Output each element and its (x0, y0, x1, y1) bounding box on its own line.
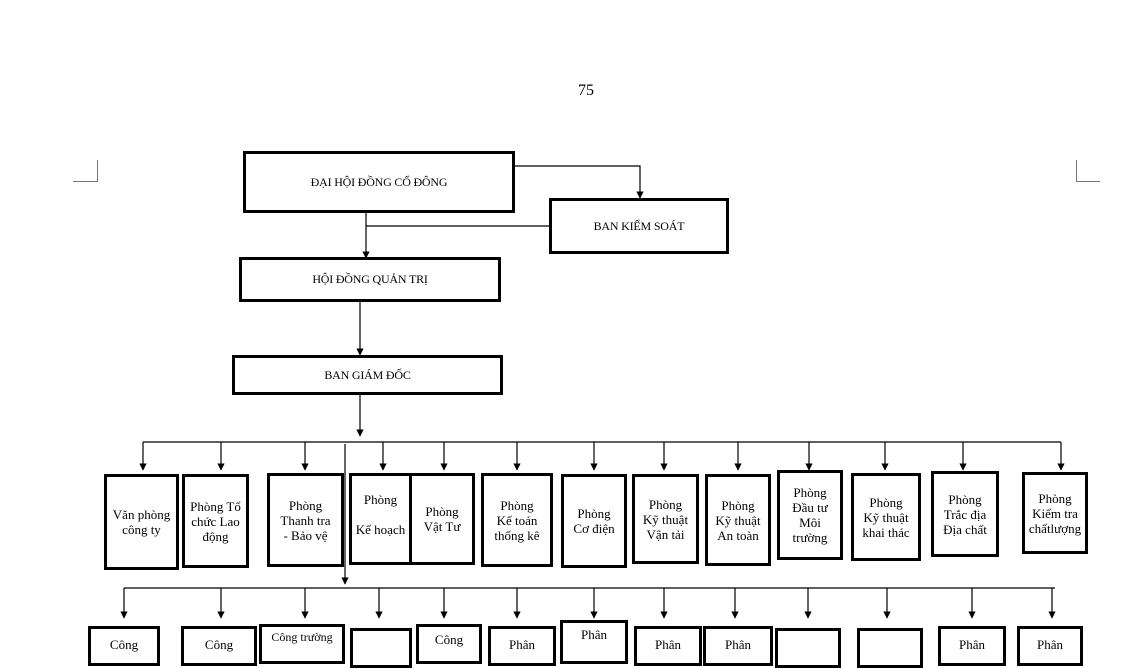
dept-inspection-security: Phòng Thanh tra - Bảo vệ (267, 473, 344, 567)
org-chart-connectors (120, 165, 1065, 619)
dept-materials: Phòng Vật Tư (409, 473, 475, 565)
unit-box: Công (181, 626, 257, 666)
unit-box (350, 628, 412, 668)
board-of-directors-box: HỘI ĐỒNG QUẢN TRỊ (239, 257, 501, 302)
unit-box: Công trường (259, 624, 345, 664)
unit-box: Phân (488, 626, 556, 666)
unit-box: Phân (938, 626, 1006, 666)
unit-box: Phân (560, 620, 628, 664)
dept-surveying-geology: Phòng Trắc địa Địa chất (931, 471, 999, 557)
dept-electromechanical: Phòng Cơ điện (561, 474, 627, 568)
dept-quality-control: Phòng Kiểm tra chấtlượng (1022, 472, 1088, 554)
unit-box: Phân (1017, 626, 1083, 666)
supervisory-board-box: BAN KIỂM SOÁT (549, 198, 729, 254)
crop-mark-left-vertical (97, 160, 98, 182)
crop-mark-left (73, 181, 97, 182)
crop-mark-right (1076, 181, 1100, 182)
shareholders-box: ĐẠI HỘI ĐỒNG CỔ ĐÔNG (243, 151, 515, 213)
crop-mark-right-vertical (1076, 160, 1077, 182)
unit-box: Phân (634, 626, 702, 666)
unit-box: Phân (703, 626, 773, 666)
management-board-box: BAN GIÁM ĐỐC (232, 355, 503, 395)
dept-organization-labor: Phòng Tổ chức Lao động (182, 474, 249, 568)
unit-box: Công (88, 626, 160, 666)
dept-planning: Phòng Kế hoạch (349, 473, 412, 565)
unit-box: Công (416, 624, 482, 664)
page-number: 75 (578, 82, 594, 99)
connector-shareholders-supervisory (514, 165, 644, 199)
dept-mining-engineering: Phòng Kỹ thuật khai thác (851, 473, 921, 561)
dept-accounting-statistics: Phòng Kế toán thống kê (481, 473, 553, 567)
unit-box (857, 628, 923, 668)
dept-transport-engineering: Phòng Kỹ thuật Vận tải (632, 474, 699, 564)
dept-investment-environment: Phòng Đầu tư Môi trường (777, 470, 843, 560)
dept-general-office: Văn phòng công ty (104, 474, 179, 570)
dept-safety-engineering: Phòng Kỹ thuật An toàn (705, 474, 771, 566)
unit-box (775, 628, 841, 668)
